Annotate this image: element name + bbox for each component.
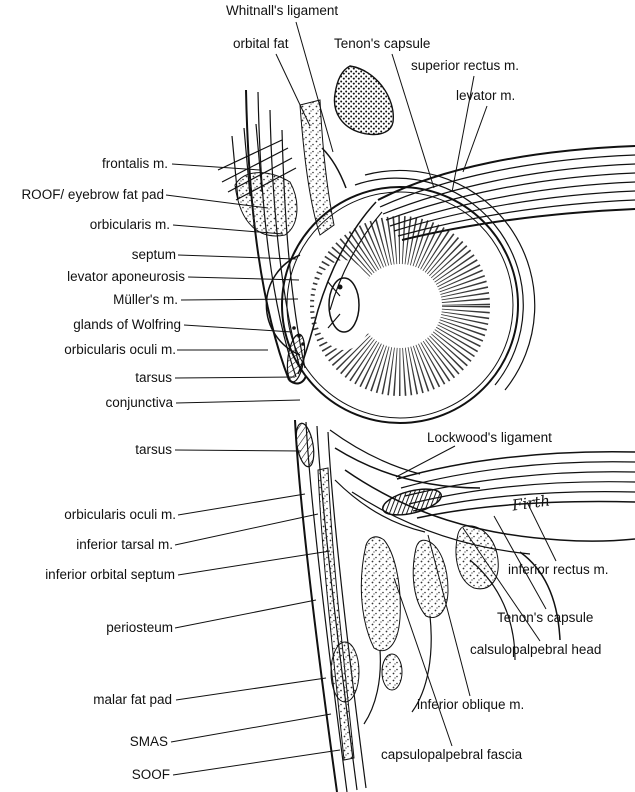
leader-glands-of-wolfring bbox=[183, 324, 293, 333]
lens bbox=[328, 277, 360, 333]
label-levator-aponeurosis: levator aponeurosis bbox=[67, 269, 185, 284]
label-inferior-orbital-septum: inferior orbital septum bbox=[45, 567, 175, 582]
inferior-orbit bbox=[334, 447, 635, 725]
whitnalls-ligament-line bbox=[321, 147, 347, 189]
orbital-fat-pad bbox=[299, 99, 335, 236]
leader-inferior-tarsal bbox=[174, 513, 319, 546]
inferior-oblique-muscle bbox=[382, 488, 442, 516]
leader-tenons-capsule-superior bbox=[391, 53, 435, 189]
periosteum-band bbox=[317, 467, 355, 761]
leader-frontalis bbox=[171, 163, 261, 171]
leader-mullers bbox=[180, 298, 299, 301]
leader-lines bbox=[165, 21, 557, 776]
label-tenons-capsule-superior: Tenon's capsule bbox=[334, 36, 431, 51]
mullers-muscle-line bbox=[329, 211, 383, 311]
label-periosteum: periosteum bbox=[106, 620, 173, 635]
label-levator: levator m. bbox=[456, 88, 516, 103]
label-orbicularis-oculi-superior: orbicularis oculi m. bbox=[64, 342, 176, 357]
inferior-tarsus bbox=[295, 422, 315, 468]
label-soof: SOOF bbox=[131, 767, 170, 782]
label-superior-rectus: superior rectus m. bbox=[411, 58, 520, 73]
inferior-fat-pocket-3 bbox=[455, 525, 499, 590]
lockwoods-ligament-line bbox=[334, 447, 481, 489]
leader-septum bbox=[177, 254, 297, 260]
label-whitnalls-ligament: Whitnall's ligament bbox=[226, 3, 339, 18]
leader-soof bbox=[172, 749, 341, 776]
label-malar-fat-pad: malar fat pad bbox=[93, 692, 172, 707]
label-lockwoods-ligament: Lockwood's ligament bbox=[427, 430, 552, 445]
glands-of-wolfring-dots bbox=[292, 326, 305, 346]
leader-orbital-fat bbox=[275, 53, 311, 127]
leader-smas bbox=[170, 713, 332, 743]
label-inferior-tarsal: inferior tarsal m. bbox=[76, 537, 173, 552]
inferior-fat-pocket-1 bbox=[360, 536, 401, 652]
leader-whitnalls-ligament bbox=[295, 21, 334, 153]
label-tarsus-inferior: tarsus bbox=[135, 442, 172, 457]
label-inferior-oblique: inferior oblique m. bbox=[417, 697, 525, 712]
leader-inferior-rectus bbox=[526, 501, 557, 562]
leader-superior-rectus bbox=[451, 75, 475, 193]
label-orbital-fat: orbital fat bbox=[233, 36, 289, 51]
leader-inferior-orbital-septum bbox=[177, 550, 331, 576]
label-inferior-rectus: inferior rectus m. bbox=[508, 562, 609, 577]
label-septum: septum bbox=[131, 247, 176, 262]
label-orbicularis-oculi-inferior: orbicularis oculi m. bbox=[64, 507, 176, 522]
leader-capsulopalpebral-head bbox=[462, 527, 541, 642]
label-capsulopalpebral-head: calsulopalpebral head bbox=[470, 642, 602, 657]
eye-globe bbox=[265, 169, 536, 424]
leader-roof bbox=[165, 194, 269, 209]
label-frontalis: frontalis m. bbox=[101, 156, 168, 171]
leader-capsulopalpebral-fascia bbox=[393, 577, 453, 747]
label-capsulopalpebral-fascia: capsulopalpebral fascia bbox=[381, 747, 523, 762]
label-tarsus-superior: tarsus bbox=[135, 370, 172, 385]
leader-tenons-capsule-inferior bbox=[493, 515, 547, 610]
iris bbox=[327, 281, 341, 329]
leader-levator-aponeurosis bbox=[187, 276, 300, 281]
leader-malar-fat-pad bbox=[175, 677, 327, 701]
inferior-fat-pocket-2 bbox=[412, 539, 449, 618]
lower-eyelid bbox=[294, 419, 421, 792]
leader-levator bbox=[462, 105, 488, 173]
leader-periosteum bbox=[174, 599, 317, 629]
label-smas: SMAS bbox=[129, 734, 168, 749]
upper-eyelid bbox=[217, 65, 394, 385]
malar-fat bbox=[330, 641, 360, 703]
label-roof-eyebrow-fat-pad: ROOF/ eyebrow fat pad bbox=[21, 187, 164, 202]
roof-fat-pad bbox=[234, 172, 298, 237]
trochlea-gland bbox=[333, 65, 394, 136]
leader-orbicularis-oculi-inferior bbox=[177, 493, 306, 516]
leader-lockwoods-ligament bbox=[395, 445, 456, 478]
label-mullers: Müller's m. bbox=[113, 292, 178, 307]
leader-tarsus-inferior bbox=[174, 449, 302, 452]
label-orbicularis: orbicularis m. bbox=[89, 217, 170, 232]
leader-orbicularis bbox=[172, 224, 284, 235]
label-conjunctiva: conjunctiva bbox=[105, 395, 173, 410]
label-tenons-capsule-inferior: Tenon's capsule bbox=[497, 610, 594, 625]
leader-inferior-oblique bbox=[427, 534, 471, 697]
leader-conjunctiva bbox=[175, 399, 301, 404]
label-glands-of-wolfring: glands of Wolfring bbox=[73, 317, 181, 332]
leader-tarsus-superior bbox=[174, 376, 296, 379]
superior-muscle-bands bbox=[297, 145, 635, 375]
